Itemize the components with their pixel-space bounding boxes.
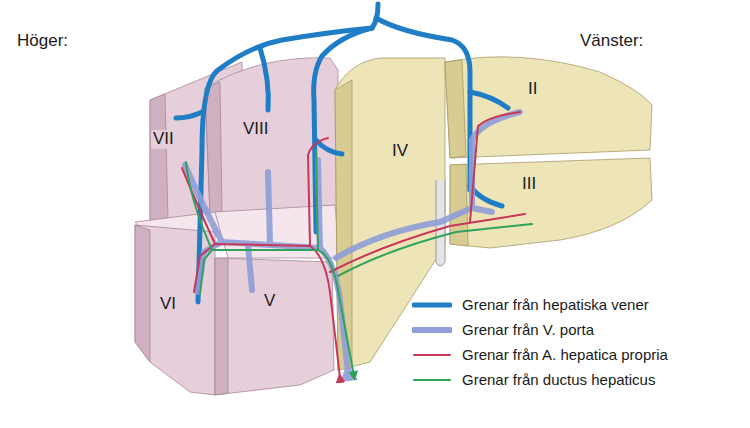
side-heading: Vänster:	[578, 32, 645, 51]
legend-swatch	[412, 300, 452, 310]
segment-number: IV	[390, 142, 410, 161]
segment-number: VII	[151, 130, 176, 149]
segment-number: VIII	[241, 120, 271, 139]
segment-number: III	[520, 175, 538, 194]
legend-swatch	[412, 375, 452, 385]
segment-number: VI	[158, 295, 178, 314]
legend-item: Grenar från ductus hepaticus	[412, 371, 655, 388]
legend-item: Grenar från A. hepatica propria	[412, 346, 668, 363]
segment-number: V	[262, 292, 277, 311]
legend-text: Grenar från ductus hepaticus	[462, 371, 655, 388]
legend-swatch	[412, 325, 452, 335]
side-heading: Höger:	[15, 32, 70, 51]
legend-text: Grenar från A. hepatica propria	[462, 346, 668, 363]
legend-swatch	[412, 350, 452, 360]
legend-text: Grenar från hepatiska vener	[462, 296, 649, 313]
legend-text: Grenar från V. porta	[462, 321, 594, 338]
legend-item: Grenar från V. porta	[412, 321, 594, 338]
segment-number: II	[526, 80, 539, 99]
legend-item: Grenar från hepatiska vener	[412, 296, 649, 313]
